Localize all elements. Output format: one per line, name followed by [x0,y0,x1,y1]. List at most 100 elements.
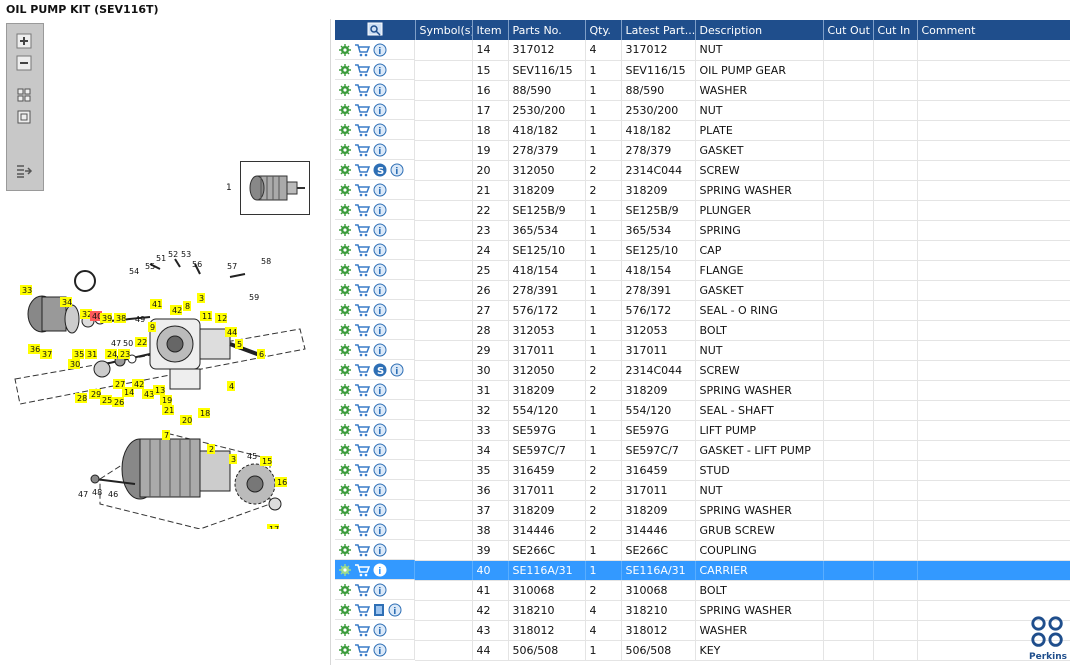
table-row[interactable]: S i 20 312050 2 2314C044 SCREW [335,160,1070,181]
gear-icon[interactable] [339,223,351,236]
gear-icon[interactable] [339,463,351,476]
info-icon[interactable]: i [373,623,387,637]
gear-icon[interactable] [339,43,351,56]
callout-8[interactable]: 8 [185,302,190,311]
gear-icon[interactable] [339,203,351,216]
gear-icon[interactable] [339,283,351,296]
fit-grid-button[interactable] [14,86,34,104]
callout-43[interactable]: 43 [144,390,154,399]
info-icon[interactable]: i [373,523,387,537]
info-icon[interactable]: i [373,143,387,157]
info-icon[interactable]: i [373,63,387,77]
callout-42[interactable]: 42 [172,306,182,315]
callout-30[interactable]: 30 [70,360,80,369]
gear-icon[interactable] [339,563,351,576]
table-row[interactable]: i 44 506/508 1 506/508 KEY [335,640,1070,661]
superseded-icon[interactable]: S [373,163,387,177]
info-icon[interactable]: i [373,403,387,417]
cart-icon[interactable] [354,43,370,57]
book-icon[interactable] [373,603,385,617]
gear-icon[interactable] [339,63,351,76]
callout-32[interactable]: 32 [82,310,92,319]
gear-icon[interactable] [339,243,351,256]
gear-icon[interactable] [339,303,351,316]
callout-12[interactable]: 12 [217,314,227,323]
callout-49[interactable]: 49 [135,315,145,324]
callout-29[interactable]: 29 [91,390,101,399]
callout-3b[interactable]: 3 [231,455,236,464]
callout-21[interactable]: 21 [164,406,174,415]
zoom-in-button[interactable] [14,32,34,50]
cart-icon[interactable] [354,223,370,237]
callout-50[interactable]: 50 [123,339,133,348]
gear-icon[interactable] [339,263,351,276]
table-row[interactable]: i 32 554/120 1 554/120 SEAL - SHAFT [335,400,1070,421]
callout-14[interactable]: 14 [124,388,134,397]
callout-22[interactable]: 22 [137,338,147,347]
callout-51[interactable]: 51 [156,254,166,263]
table-row[interactable]: i 39 SE266C 1 SE266C COUPLING [335,540,1070,561]
cart-icon[interactable] [354,323,370,337]
info-icon[interactable]: i [373,183,387,197]
callout-19[interactable]: 19 [162,396,172,405]
callout-48[interactable]: 48 [92,488,102,497]
column-header-qty[interactable]: Qty. [585,20,622,40]
gear-icon[interactable] [339,143,351,156]
gear-icon[interactable] [339,323,351,336]
callout-36[interactable]: 36 [30,345,40,354]
table-row[interactable]: i 25 418/154 1 418/154 FLANGE [335,260,1070,281]
callout-47[interactable]: 47 [111,339,121,348]
gear-icon[interactable] [339,443,351,456]
callout-2[interactable]: 2 [209,445,214,454]
callout-28[interactable]: 28 [77,394,87,403]
cart-icon[interactable] [354,203,370,217]
callout-54[interactable]: 54 [129,267,139,276]
table-row[interactable]: i 43 318012 4 318012 WASHER [335,620,1070,641]
superseded-icon[interactable]: S [373,363,387,377]
callout-15[interactable]: 15 [262,457,272,466]
cart-icon[interactable] [354,83,370,97]
info-icon[interactable]: i [373,343,387,357]
callout-35[interactable]: 35 [74,350,84,359]
callout-7[interactable]: 7 [164,431,169,440]
gear-icon[interactable] [339,363,351,376]
info-icon[interactable]: i [373,243,387,257]
zoom-out-button[interactable] [14,54,34,72]
cart-icon[interactable] [354,583,370,597]
column-header-description[interactable]: Description [695,20,824,40]
callout-42b[interactable]: 42 [134,380,144,389]
table-row[interactable]: i 31 318209 2 318209 SPRING WASHER [335,380,1070,401]
callout-25[interactable]: 25 [102,396,112,405]
cart-icon[interactable] [354,263,370,277]
callout-45[interactable]: 45 [247,452,257,461]
exploded-parts-diagram[interactable]: 33 34 41 42 8 3 11 12 44 5 6 4 32 40 39 … [10,229,310,529]
gear-icon[interactable] [339,543,351,556]
callout-31[interactable]: 31 [87,350,97,359]
gear-icon[interactable] [339,163,351,176]
gear-icon[interactable] [339,583,351,596]
callout-41[interactable]: 41 [152,300,162,309]
cart-icon[interactable] [354,303,370,317]
info-icon[interactable]: i [373,323,387,337]
cart-icon[interactable] [354,283,370,297]
table-row[interactable]: i 38 314446 2 314446 GRUB SCREW [335,520,1070,541]
table-row[interactable]: i 26 278/391 1 278/391 GASKET [335,280,1070,301]
column-header-latest-part[interactable]: Latest Part... [621,20,696,40]
info-icon[interactable]: i [373,203,387,217]
info-icon[interactable]: i [373,583,387,597]
cart-icon[interactable] [354,643,370,657]
callout-9[interactable]: 9 [150,323,155,332]
cart-icon[interactable] [354,623,370,637]
table-row[interactable]: i 37 318209 2 318209 SPRING WASHER [335,500,1070,521]
parts-grid[interactable]: Symbol(s) Item Parts No. Qty. Latest Par… [335,20,1070,665]
cart-icon[interactable] [354,483,370,497]
gear-icon[interactable] [339,103,351,116]
table-row[interactable]: i 19 278/379 1 278/379 GASKET [335,140,1070,161]
gear-icon[interactable] [339,623,351,636]
cart-icon[interactable] [354,523,370,537]
gear-icon[interactable] [339,383,351,396]
callout-13[interactable]: 13 [155,386,165,395]
info-icon[interactable]: i [373,83,387,97]
gear-icon[interactable] [339,523,351,536]
info-icon[interactable]: i [373,483,387,497]
